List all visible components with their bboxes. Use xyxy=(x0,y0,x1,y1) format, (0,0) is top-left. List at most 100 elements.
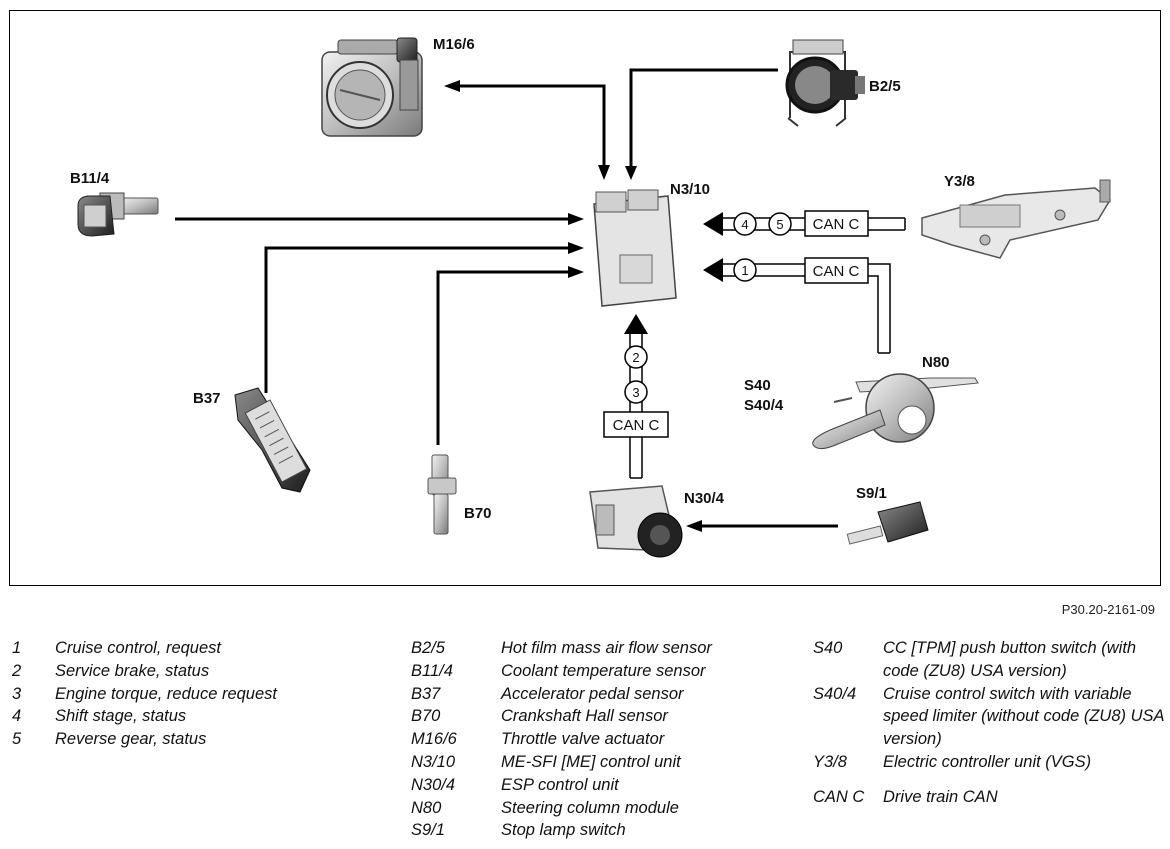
legend-row: S9/1 Stop lamp switch xyxy=(411,819,791,842)
can-label-y3-8: CAN C xyxy=(813,216,860,233)
signal-number-5: 5 xyxy=(776,217,783,232)
label-s40-4: S40/4 xyxy=(744,397,784,414)
legend-description: CC [TPM] push button switch (with code (… xyxy=(883,639,1137,680)
can-box-n80: CAN C xyxy=(804,257,869,284)
esp-control-unit-image xyxy=(589,485,683,558)
legend-description: Drive train CAN xyxy=(883,787,998,806)
legend-description: Stop lamp switch xyxy=(501,821,626,840)
label-b11-4: B11/4 xyxy=(70,170,110,187)
legend-row: B70 Crankshaft Hall sensor xyxy=(411,705,791,728)
legend-row: M16/6 Throttle valve actuator xyxy=(411,728,791,751)
legend-code: 3 xyxy=(12,684,22,703)
can-arrowhead-n80 xyxy=(703,258,723,282)
legend-row: N3/10 ME-SFI [ME] control unit xyxy=(411,751,791,774)
can-label-n30-4: CAN C xyxy=(613,417,660,434)
label-n80: N80 xyxy=(922,354,950,371)
can-arrowhead-y3-8 xyxy=(703,212,723,236)
legend-row: 5 Reverse gear, status xyxy=(12,728,342,751)
me-sfi-control-unit-image xyxy=(593,189,677,307)
arrowhead-m16-6 xyxy=(444,80,460,92)
label-s9-1: S9/1 xyxy=(856,485,887,502)
label-n3-10: N3/10 xyxy=(670,181,710,198)
legend-code: S9/1 xyxy=(411,821,445,840)
legend-code: N3/10 xyxy=(411,752,456,771)
signal-lines xyxy=(175,68,838,528)
legend-code: 2 xyxy=(12,661,22,680)
legend-row: 3 Engine torque, reduce request xyxy=(12,683,342,706)
figure-reference: P30.20-2161-09 xyxy=(1061,602,1155,617)
label-s40: S40 xyxy=(744,377,771,394)
legend-description: Electric controller unit (VGS) xyxy=(883,752,1092,771)
label-b37: B37 xyxy=(193,390,221,407)
legend-description: Crankshaft Hall sensor xyxy=(501,707,668,726)
signal-circle-1: 1 xyxy=(733,258,757,282)
signal-number-2: 2 xyxy=(632,350,639,365)
legend-code: B2/5 xyxy=(411,639,445,657)
legend-row: N30/4 ESP control unit xyxy=(411,774,791,797)
legend-description: Accelerator pedal sensor xyxy=(501,684,684,703)
arrowhead-n3-10-a xyxy=(598,165,610,180)
legend-row: N80 Steering column module xyxy=(411,797,791,820)
crankshaft-hall-sensor-image xyxy=(427,454,457,535)
stop-lamp-switch-image xyxy=(846,501,929,545)
label-m16-6: M16/6 xyxy=(433,36,475,53)
can-arrowhead-n30-4 xyxy=(624,314,648,334)
signal-circle-4: 4 xyxy=(733,212,757,236)
can-label-n80: CAN C xyxy=(813,263,860,280)
legend-description: ESP control unit xyxy=(501,775,619,794)
legend-description: Cruise control switch with variable spee… xyxy=(883,684,1164,749)
arrowhead-n3-10-d xyxy=(568,242,584,254)
legend-code: 5 xyxy=(12,730,22,749)
arrowhead-n30-4 xyxy=(686,520,702,532)
arrowhead-n3-10-c xyxy=(568,213,584,225)
legend-code: B11/4 xyxy=(411,661,453,680)
line-n3-10-to-m16-6 xyxy=(458,84,606,165)
legend-code: B70 xyxy=(411,707,441,726)
can-arrowheads xyxy=(624,212,723,334)
legend-code: Y3/8 xyxy=(813,752,847,771)
line-b37-to-n3-10 xyxy=(264,246,568,393)
legend-code: CAN C xyxy=(813,787,865,806)
arrowheads xyxy=(444,80,702,532)
legend-code: 4 xyxy=(12,707,22,726)
legend-row: Y3/8 Electric controller unit (VGS) xyxy=(813,751,1165,774)
signal-circle-5: 5 xyxy=(768,212,792,236)
legend-row: 1 Cruise control, request xyxy=(12,637,342,660)
signal-number-4: 4 xyxy=(741,217,748,232)
diagram-border xyxy=(9,10,1161,586)
legend-code: N80 xyxy=(411,798,442,817)
legend-description: Throttle valve actuator xyxy=(501,730,665,749)
signal-number-1: 1 xyxy=(741,263,748,278)
legend-code: 1 xyxy=(12,639,22,657)
throttle-valve-actuator-image xyxy=(321,37,423,137)
air-flow-sensor-image xyxy=(785,39,865,127)
label-b70: B70 xyxy=(464,505,492,522)
legend-description: Steering column module xyxy=(501,798,679,817)
can-box-y3-8: CAN C xyxy=(804,210,869,237)
label-y3-8: Y3/8 xyxy=(944,173,975,190)
signal-circle-3: 3 xyxy=(624,380,648,404)
wiring-diagram: CAN C CAN C CAN C 4 5 1 2 3 M16/6 xyxy=(9,10,1161,586)
label-n30-4: N30/4 xyxy=(684,490,725,507)
legend-description: Reverse gear, status xyxy=(55,730,207,749)
can-box-n30-4: CAN C xyxy=(603,411,669,438)
line-b70-to-n3-10 xyxy=(436,270,568,445)
arrowhead-n3-10-e xyxy=(568,266,584,278)
legend-code: N30/4 xyxy=(411,775,456,794)
legend-code: M16/6 xyxy=(411,730,457,749)
electric-controller-unit-image xyxy=(921,179,1111,259)
legend-description: Cruise control, request xyxy=(55,639,221,657)
legend-description: ME-SFI [ME] control unit xyxy=(501,752,681,771)
line-b2-5-to-n3-10 xyxy=(629,68,778,167)
legend-row: CAN C Drive train CAN xyxy=(813,786,1165,809)
legend-description: Engine torque, reduce request xyxy=(55,684,277,703)
